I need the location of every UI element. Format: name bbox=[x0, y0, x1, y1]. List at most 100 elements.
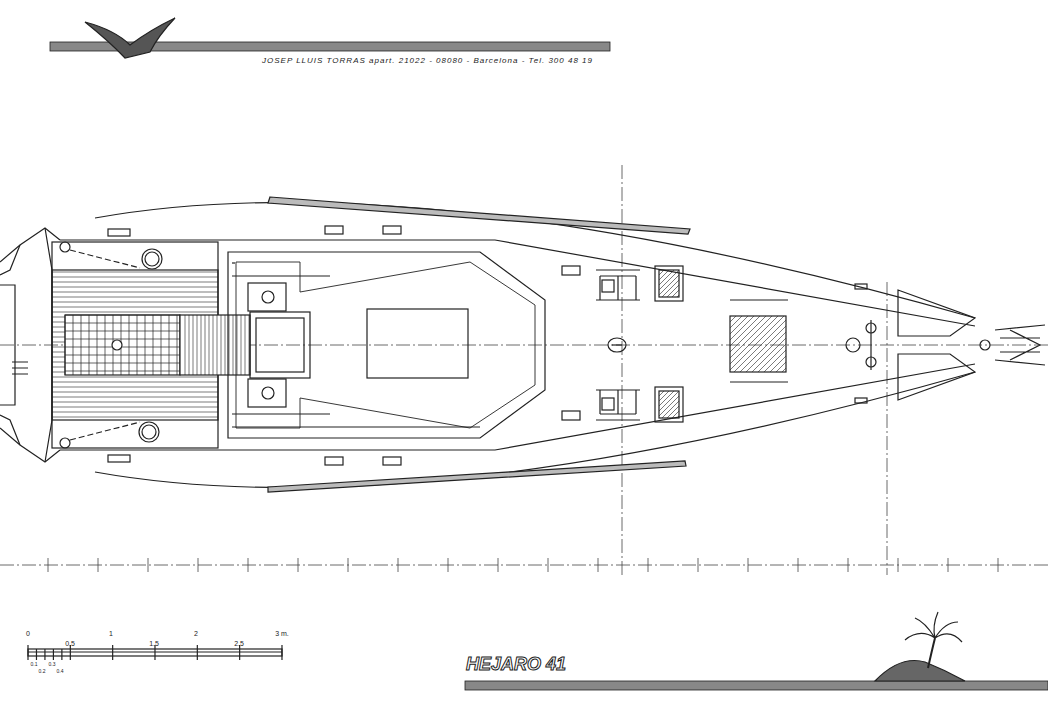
mast-area-part bbox=[659, 270, 679, 418]
foredeck-part bbox=[730, 316, 786, 372]
cockpit-part-part bbox=[193, 315, 194, 375]
genoa-tracks-part bbox=[268, 461, 686, 492]
coachroof-part bbox=[256, 318, 304, 372]
mast-area-part bbox=[659, 270, 679, 297]
cockpit-part-part bbox=[137, 315, 138, 375]
coachroof-part bbox=[236, 262, 535, 428]
mast-area-part-part bbox=[667, 406, 679, 418]
cockpit-part-part bbox=[52, 412, 218, 413]
cockpit-part-part bbox=[52, 382, 218, 383]
hull-outline-part bbox=[60, 438, 70, 448]
cockpit-part-part bbox=[52, 302, 218, 303]
scale-number: 0.3 bbox=[49, 662, 56, 667]
station-ticks-part bbox=[348, 558, 349, 572]
cockpit-part-part bbox=[177, 315, 178, 375]
cockpit-part-part bbox=[65, 315, 180, 316]
foredeck-part bbox=[898, 354, 975, 400]
cockpit-part bbox=[52, 242, 218, 448]
cockpit-part-part bbox=[153, 315, 154, 375]
cockpit-part-part bbox=[169, 315, 170, 375]
header-band-part bbox=[85, 18, 175, 58]
scale-number: 2 bbox=[194, 630, 198, 637]
scale-bar-part-part bbox=[197, 645, 198, 660]
cockpit-part-part bbox=[52, 402, 218, 403]
foredeck-part-part bbox=[730, 316, 778, 364]
foredeck-part-part bbox=[730, 316, 784, 370]
cockpit-part-part bbox=[129, 315, 130, 375]
hull-outline-part bbox=[0, 285, 15, 405]
cockpit-part-part bbox=[241, 315, 242, 375]
footer-band-part bbox=[905, 612, 962, 642]
station-ticks-part bbox=[648, 558, 649, 572]
cockpit-part-part bbox=[189, 315, 190, 375]
coachroof-part bbox=[228, 252, 545, 438]
foredeck-part bbox=[730, 381, 788, 382]
scale-number: 3 m. bbox=[275, 630, 289, 637]
station-ticks-part bbox=[898, 558, 899, 572]
cockpit-part-part bbox=[52, 282, 218, 283]
cockpit-part-part bbox=[145, 315, 146, 375]
station-ticks-part bbox=[198, 558, 199, 572]
foredeck-part bbox=[855, 284, 867, 289]
mast-area-part bbox=[612, 344, 622, 345]
cockpit-part-part bbox=[221, 315, 222, 375]
cockpit-part-part bbox=[65, 339, 180, 340]
scale-number: 2.5 bbox=[234, 640, 244, 647]
cockpit-part-part bbox=[52, 377, 218, 378]
scale-bar-part-part bbox=[154, 645, 155, 660]
scale-bar-part-part bbox=[36, 649, 37, 660]
foredeck-part-part bbox=[730, 316, 754, 340]
cockpit-part-part bbox=[205, 315, 206, 375]
mast-area-part-part bbox=[667, 285, 679, 297]
station-ticks-part bbox=[798, 558, 799, 572]
foredeck-part bbox=[730, 316, 786, 372]
foredeck bbox=[730, 284, 1045, 403]
cockpit-part bbox=[52, 270, 218, 420]
mast-area-part bbox=[596, 270, 640, 300]
scale-bar-part-part bbox=[27, 645, 28, 660]
foredeck-part bbox=[730, 299, 788, 300]
cockpit-part-part bbox=[245, 315, 246, 375]
station-ticks-part bbox=[298, 558, 299, 572]
mast-area-part-part bbox=[659, 391, 664, 396]
genoa-tracks-part bbox=[562, 411, 580, 420]
mast-area-part-part bbox=[659, 275, 679, 295]
cockpit-part-part bbox=[161, 315, 162, 375]
foredeck-part bbox=[980, 340, 990, 350]
cockpit-part-part bbox=[89, 315, 90, 375]
foredeck-part-part bbox=[730, 316, 766, 352]
genoa-tracks-part bbox=[383, 457, 401, 465]
mast-area-part bbox=[602, 280, 614, 292]
coachroof-part bbox=[232, 413, 330, 414]
scale-bar-part-part bbox=[61, 649, 62, 660]
scale-bar-part-part bbox=[53, 649, 54, 660]
station-ticks-part bbox=[748, 558, 749, 572]
cockpit-part bbox=[108, 455, 130, 462]
cockpit-part-part bbox=[52, 272, 218, 273]
coachroof-part bbox=[232, 426, 480, 427]
designer-address: JOSEP LLUIS TORRAS apart. 21022 - 08080 … bbox=[262, 57, 593, 65]
cockpit-part-part bbox=[65, 323, 180, 324]
foredeck-part bbox=[898, 290, 975, 336]
mast-area-part bbox=[602, 398, 614, 410]
hull-outline bbox=[0, 202, 975, 487]
mast-area-part bbox=[596, 390, 640, 420]
station-ticks bbox=[48, 558, 998, 572]
scale-bar-part-part bbox=[70, 645, 71, 660]
cockpit-part-part bbox=[52, 387, 218, 388]
foredeck-part-part bbox=[730, 316, 760, 346]
cockpit-part bbox=[52, 272, 218, 417]
coachroof-part bbox=[262, 387, 274, 399]
cockpit-part bbox=[108, 229, 130, 236]
scale-bar bbox=[28, 645, 282, 660]
cockpit-part-part bbox=[65, 315, 66, 375]
foredeck-part-part bbox=[764, 350, 786, 372]
mast-area-part bbox=[608, 338, 626, 352]
coachroof-part bbox=[232, 275, 330, 276]
coachroof-part bbox=[367, 309, 468, 378]
foredeck-part-part bbox=[734, 320, 786, 372]
reference-lines-part bbox=[887, 282, 888, 575]
cockpit-part-part bbox=[65, 363, 180, 364]
mast-area-part bbox=[655, 266, 683, 301]
cockpit-part-part bbox=[201, 315, 202, 375]
